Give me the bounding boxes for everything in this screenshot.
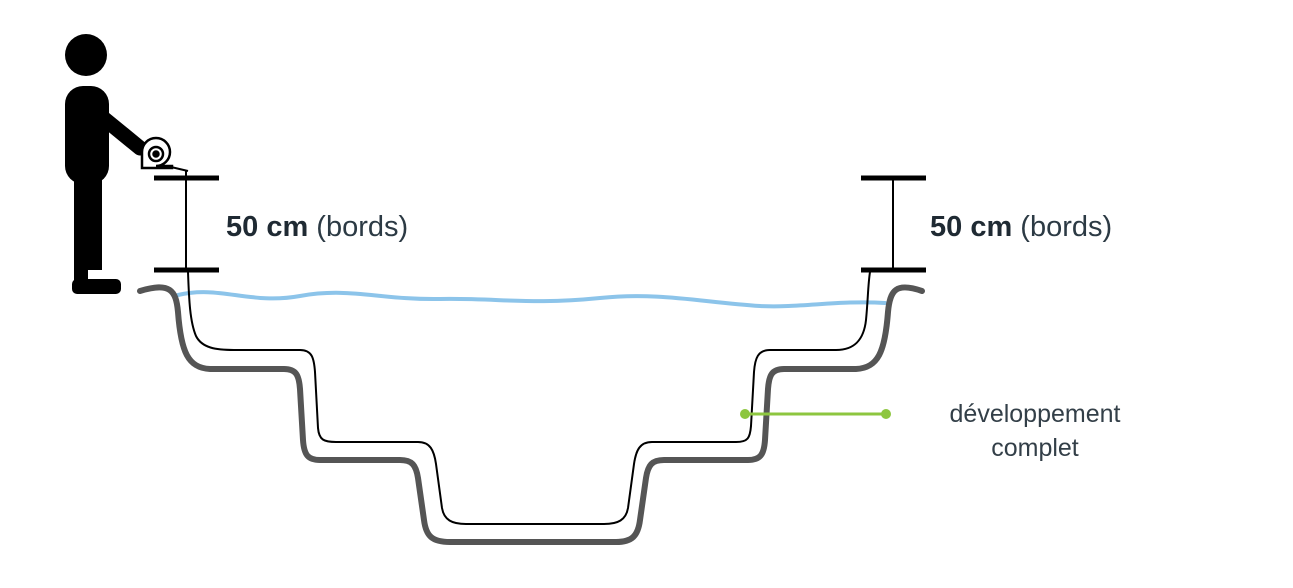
pond-liner-line bbox=[187, 271, 871, 525]
development-label-line1: développement bbox=[949, 400, 1121, 428]
left-height-label: 50 cm (bords) bbox=[226, 210, 408, 244]
right-height-note: (bords) bbox=[1020, 211, 1113, 243]
measuring-tape-reel-icon bbox=[140, 136, 174, 170]
person-silhouette-icon bbox=[65, 34, 148, 294]
development-label: développement complet bbox=[905, 397, 1165, 465]
right-height-value: 50 cm bbox=[930, 211, 1013, 243]
water-surface-line bbox=[176, 290, 887, 309]
development-label-line2: complet bbox=[991, 434, 1079, 462]
left-height-note: (bords) bbox=[316, 211, 409, 243]
right-height-label: 50 cm (bords) bbox=[930, 210, 1112, 244]
left-height-bracket bbox=[154, 170, 219, 273]
pond-outer-outline bbox=[137, 284, 925, 545]
right-height-bracket bbox=[861, 175, 926, 273]
left-height-value: 50 cm bbox=[226, 211, 309, 243]
development-callout bbox=[740, 409, 891, 419]
